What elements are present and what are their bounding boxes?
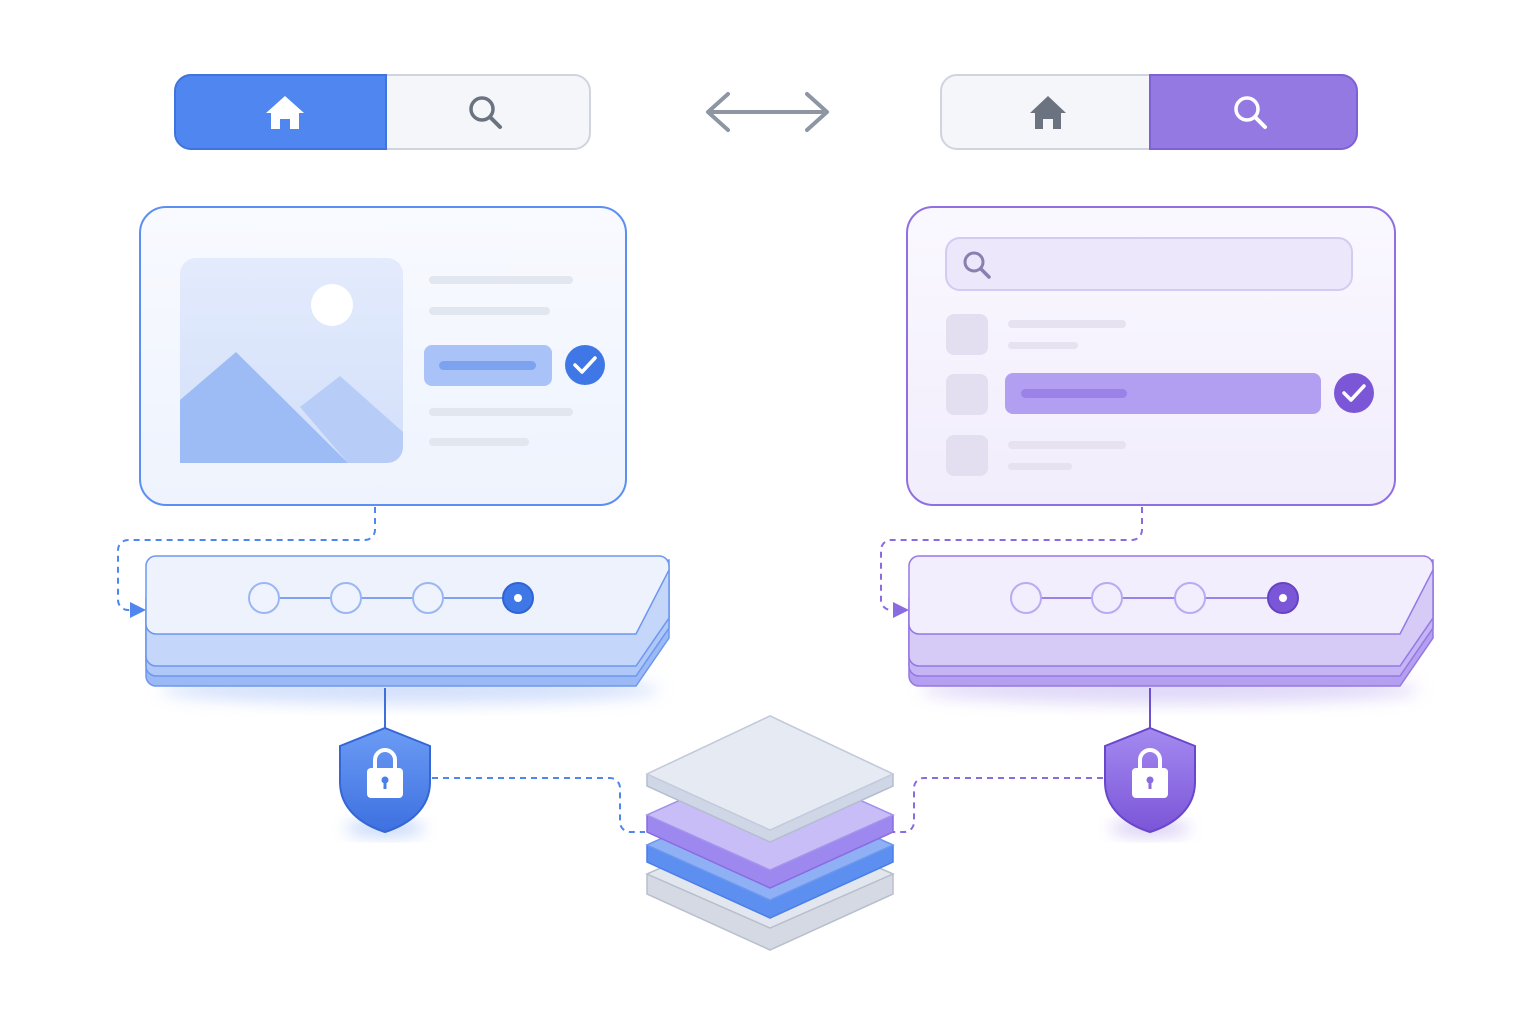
image-placeholder-icon [180, 258, 403, 463]
step-marker[interactable] [1174, 582, 1206, 614]
home-icon [1030, 96, 1066, 129]
left-search-tab[interactable] [469, 96, 502, 129]
text-line [429, 438, 529, 446]
flow-connector [892, 777, 1103, 833]
list-item-selected[interactable] [946, 373, 1321, 415]
left-home-tab[interactable] [174, 74, 387, 150]
lock-shield-icon [339, 726, 431, 836]
flow-connector [432, 777, 645, 833]
step-marker[interactable] [330, 582, 362, 614]
checkmark-icon [1334, 373, 1374, 413]
step-marker[interactable] [1091, 582, 1123, 614]
list-item[interactable] [946, 435, 1126, 476]
progress-stepper [1010, 582, 1299, 614]
right-home-tab[interactable] [1030, 96, 1066, 129]
step-marker[interactable] [412, 582, 444, 614]
right-search-tab[interactable] [1149, 74, 1358, 150]
left-content-card [139, 206, 627, 506]
right-stepper-stack [908, 555, 1434, 704]
checkmark-icon [565, 345, 605, 385]
search-icon [963, 251, 991, 279]
left-stepper-stack [145, 555, 670, 704]
flow-connector [880, 507, 1143, 618]
right-content-card [906, 206, 1396, 506]
double-arrow-icon [706, 92, 829, 132]
left-tab-bar [174, 74, 591, 150]
list-item[interactable] [946, 314, 1126, 355]
step-marker[interactable] [248, 582, 280, 614]
search-icon [469, 96, 502, 129]
layer-stack-icon [645, 715, 895, 951]
text-line [429, 307, 550, 315]
right-tab-bar [940, 74, 1358, 150]
search-icon [1234, 96, 1267, 129]
selected-row[interactable] [424, 345, 552, 386]
home-icon [266, 96, 304, 129]
progress-stepper [248, 582, 534, 614]
step-marker[interactable] [1010, 582, 1042, 614]
search-field[interactable] [945, 237, 1353, 291]
lock-shield-icon [1104, 726, 1196, 836]
text-line [429, 408, 573, 416]
text-line [429, 276, 573, 284]
